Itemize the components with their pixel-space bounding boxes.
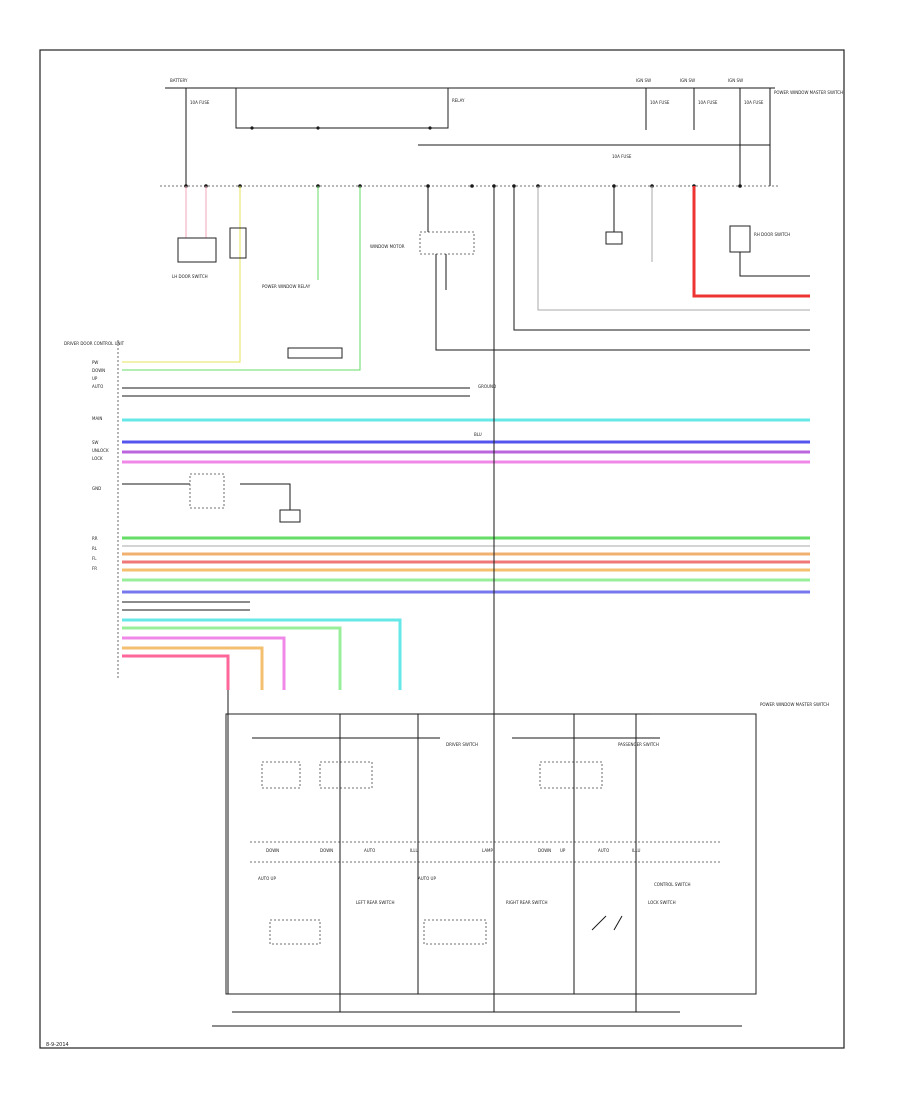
lbl-lock: LOCK	[92, 456, 103, 461]
bus-label-right-c: IGN SW	[728, 78, 743, 83]
switch-feed-wires	[122, 186, 495, 690]
right-title-top: POWER WINDOW MASTER SWITCH	[774, 90, 843, 95]
lbl-fl: FL	[92, 556, 97, 561]
lbl-unlock: UNLOCK	[92, 448, 109, 453]
switch-assembly-box	[225, 713, 757, 995]
top-bus: BATTERY IGN SW IGN SW IGN SW RELAY 10A F…	[165, 78, 843, 186]
bus-label-left: BATTERY	[170, 78, 188, 83]
ground-label: GROUND	[478, 384, 496, 389]
lbl-gnd: GND	[92, 486, 101, 491]
lock-label: LOCK SWITCH	[648, 900, 676, 905]
fuse-3: 10A FUSE	[698, 100, 718, 105]
yellow-wire	[122, 186, 247, 363]
right-title: POWER WINDOW MASTER SWITCH	[760, 702, 829, 707]
sw-control: CONTROL SWITCH	[654, 882, 691, 887]
right-upper-wires: RH DOOR SWITCH	[513, 186, 810, 331]
left-rear-label: LEFT REAR SWITCH	[356, 900, 394, 905]
connector-pins	[184, 184, 742, 188]
sw-auto-2: AUTO	[598, 848, 609, 853]
driver-switch-label: DRIVER SWITCH	[446, 742, 478, 747]
door-switch-left: LH DOOR SWITCH	[172, 186, 217, 279]
fuse-2: 10A FUSE	[650, 100, 670, 105]
fuse-1: 10A FUSE	[190, 100, 210, 105]
fuse-4: 10A FUSE	[744, 100, 764, 105]
lbl-pw: PW	[92, 360, 98, 365]
bus-label-right-a: IGN SW	[636, 78, 651, 83]
relay-module-label: POWER WINDOW RELAY	[262, 284, 311, 289]
sw-up: UP	[560, 848, 566, 853]
lbl-rl: RL	[92, 546, 98, 551]
sw-lamp: LAMP	[482, 848, 494, 853]
sw-down-2: DOWN	[320, 848, 333, 853]
sw-auto-up-1: AUTO UP	[258, 876, 276, 881]
wire-color-blu: BLU	[474, 432, 482, 437]
switch-assembly: POWER WINDOW MASTER SWITCH DRIVER SWITCH…	[212, 690, 829, 1027]
sw-auto-up-2: AUTO UP	[418, 876, 436, 881]
gnd-relay	[122, 473, 301, 523]
harness-lower	[122, 536, 810, 611]
driver-contacts	[261, 761, 373, 789]
bus-label-right-b: IGN SW	[680, 78, 695, 83]
fuse-5: 10A FUSE	[612, 154, 632, 159]
passenger-switch-label: PASSENGER SWITCH	[618, 742, 659, 747]
lbl-sw: SW	[92, 440, 99, 445]
left-title: DRIVER DOOR CONTROL UNIT	[64, 341, 125, 346]
sw-down: DOWN	[266, 848, 279, 853]
relay-box	[235, 87, 449, 129]
lbl-rr: RR	[92, 536, 98, 541]
passenger-contacts	[539, 761, 603, 789]
harness-upper: GROUND BLU	[122, 384, 810, 464]
lbl-main: MAIN	[92, 416, 102, 421]
sw-illu: ILLU	[410, 848, 418, 853]
sw-auto: AUTO	[364, 848, 375, 853]
right-rear-label: RIGHT REAR SWITCH	[506, 900, 548, 905]
diagram-frame	[39, 49, 845, 1049]
green-wire-1: POWER WINDOW RELAY	[122, 186, 361, 371]
lamp-l-label: LH DOOR SWITCH	[172, 274, 208, 279]
relay-label: RELAY	[452, 98, 465, 103]
lbl-up: UP	[92, 376, 98, 381]
lamp-r-label: RH DOOR SWITCH	[754, 232, 790, 237]
lbl-fr: FR	[92, 566, 97, 571]
lbl-down: DOWN	[92, 368, 105, 373]
center-relay: WINDOW MOTOR	[370, 186, 810, 351]
left-label-column: DRIVER DOOR CONTROL UNIT PW DOWN UP AUTO…	[64, 341, 125, 571]
motor-label: WINDOW MOTOR	[370, 244, 405, 249]
sw-down-3: DOWN	[538, 848, 551, 853]
footer-code: 8-9-2014	[46, 1042, 69, 1048]
lbl-auto: AUTO	[92, 384, 103, 389]
